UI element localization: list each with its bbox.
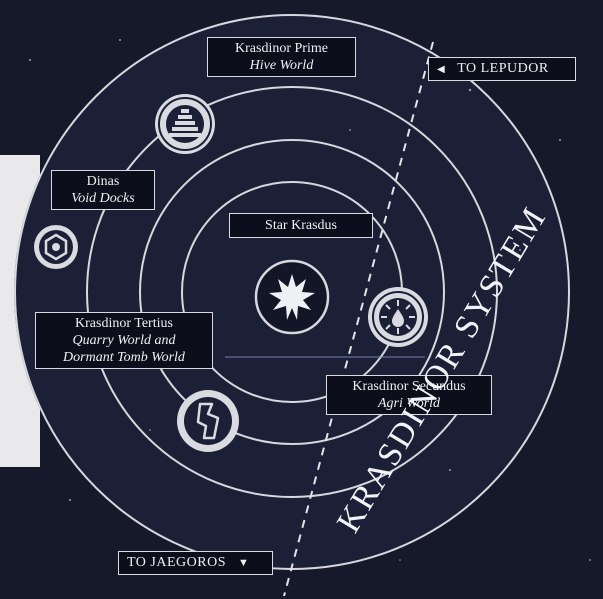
route-to-lepudor-label: TO LEPUDOR bbox=[457, 61, 549, 76]
hive-world-icon bbox=[155, 94, 215, 154]
planet-name-dinas: Dinas bbox=[86, 174, 120, 189]
planet-name-krasdinor-tertius: Krasdinor Tertius bbox=[75, 316, 173, 331]
label-krasdinor-secundus: Krasdinor Secundus Agri World bbox=[326, 375, 492, 415]
planet-type-krasdinor-tertius-line1: Quarry World and bbox=[72, 333, 176, 348]
route-to-lepudor: ◀ TO LEPUDOR bbox=[428, 57, 576, 81]
planet-name-krasdinor-secundus: Krasdinor Secundus bbox=[352, 379, 466, 394]
label-krasdinor-prime: Krasdinor Prime Hive World bbox=[207, 37, 356, 77]
star-name: Star Krasdus bbox=[265, 218, 337, 233]
route-line bbox=[283, 41, 434, 597]
planet-type-krasdinor-tertius-line2: Dormant Tomb World bbox=[63, 350, 185, 365]
star-icon bbox=[254, 259, 330, 335]
orbit-ring-3 bbox=[139, 139, 445, 445]
label-star-krasdus: Star Krasdus bbox=[229, 213, 373, 238]
route-to-jaegoros-label: TO JAEGOROS bbox=[127, 555, 226, 570]
orbit-ring-4 bbox=[86, 86, 498, 498]
route-to-jaegoros: TO JAEGOROS ▼ bbox=[118, 551, 273, 575]
planet-type-dinas: Void Docks bbox=[71, 191, 135, 206]
planet-name-krasdinor-prime: Krasdinor Prime bbox=[235, 41, 328, 56]
void-docks-icon bbox=[34, 225, 78, 269]
background-stars bbox=[29, 39, 591, 561]
planet-type-krasdinor-prime: Hive World bbox=[249, 58, 314, 73]
light-streak bbox=[225, 356, 425, 358]
planet-type-krasdinor-secundus: Agri World bbox=[377, 396, 441, 411]
quarry-world-icon bbox=[177, 390, 239, 452]
label-krasdinor-tertius: Krasdinor Tertius Quarry World and Dorma… bbox=[35, 312, 213, 369]
triangle-down-icon: ▼ bbox=[237, 557, 250, 569]
label-dinas: Dinas Void Docks bbox=[51, 170, 155, 210]
triangle-left-icon: ◀ bbox=[437, 64, 446, 75]
agri-world-icon bbox=[368, 287, 428, 347]
